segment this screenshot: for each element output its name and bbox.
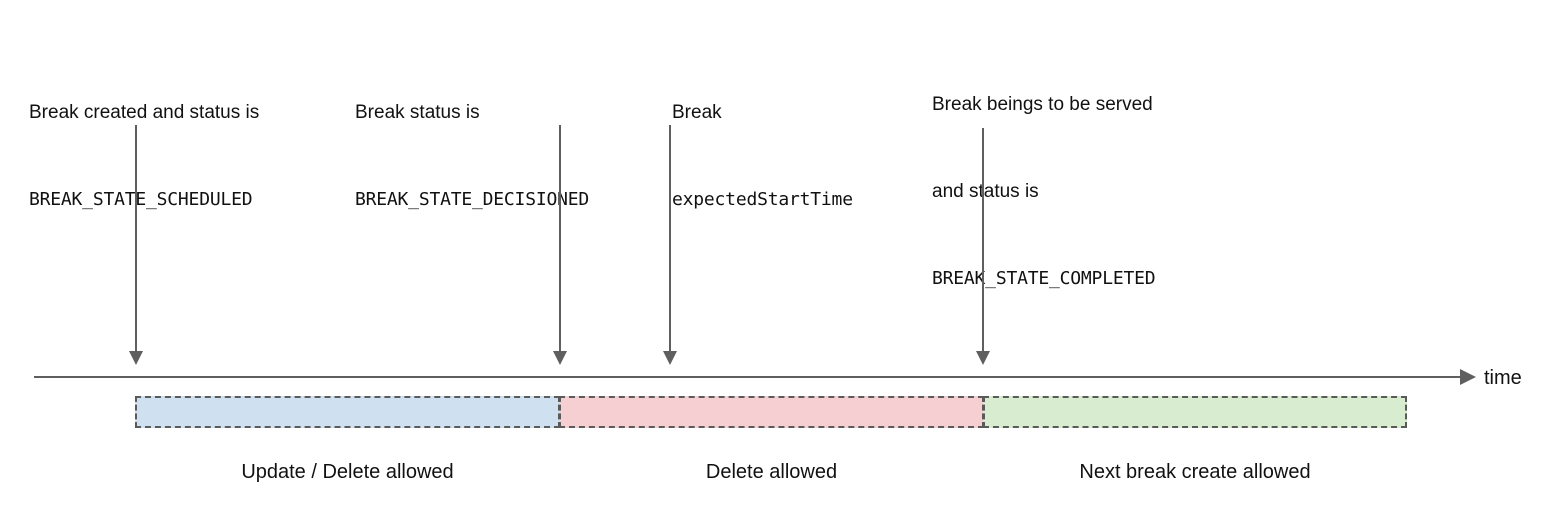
arrow-shaft — [669, 125, 671, 351]
arrow-head-down-icon — [553, 351, 567, 365]
annotation-line: Break status is — [355, 102, 480, 123]
time-axis-arrow-right-icon — [1460, 369, 1476, 385]
arrow-head-down-icon — [976, 351, 990, 365]
pointer-arrow-expected-start-time — [662, 125, 678, 365]
phase-bar-next-create — [983, 396, 1407, 428]
annotation-line: and status is — [932, 181, 1039, 202]
annotation-line-status: BREAK_STATE_DECISIONED — [355, 189, 590, 210]
phase-caption-delete: Delete allowed — [705, 461, 838, 483]
arrow-shaft — [982, 128, 984, 351]
pointer-arrow-break-created — [128, 125, 144, 365]
annotation-line-status: BREAK_STATE_COMPLETED — [932, 268, 1156, 289]
annotation-expected-start-time: Break expectedStartTime — [672, 40, 853, 272]
annotation-line: Break — [672, 102, 722, 123]
phase-caption-next-create: Next break create allowed — [1079, 461, 1311, 483]
arrow-shaft — [559, 125, 561, 351]
arrow-shaft — [135, 125, 137, 351]
annotation-line-status: BREAK_STATE_SCHEDULED — [29, 189, 253, 210]
phase-caption-update-delete: Update / Delete allowed — [241, 461, 454, 483]
arrow-head-down-icon — [129, 351, 143, 365]
time-axis-line — [34, 376, 1470, 378]
phase-bar-update-delete — [135, 396, 560, 428]
annotation-break-completed: Break beings to be served and status is … — [932, 32, 1156, 351]
time-axis-label: time — [1484, 367, 1522, 389]
annotation-break-decisioned: Break status is BREAK_STATE_DECISIONED — [355, 40, 589, 272]
annotation-line: Break created and status is — [29, 102, 260, 123]
pointer-arrow-break-decisioned — [552, 125, 568, 365]
annotation-line: Break beings to be served — [932, 94, 1153, 115]
arrow-head-down-icon — [663, 351, 677, 365]
phase-bar-delete — [559, 396, 984, 428]
pointer-arrow-break-completed — [975, 128, 991, 365]
annotation-break-created: Break created and status is BREAK_STATE_… — [29, 40, 259, 272]
annotation-line-field: expectedStartTime — [672, 189, 853, 210]
